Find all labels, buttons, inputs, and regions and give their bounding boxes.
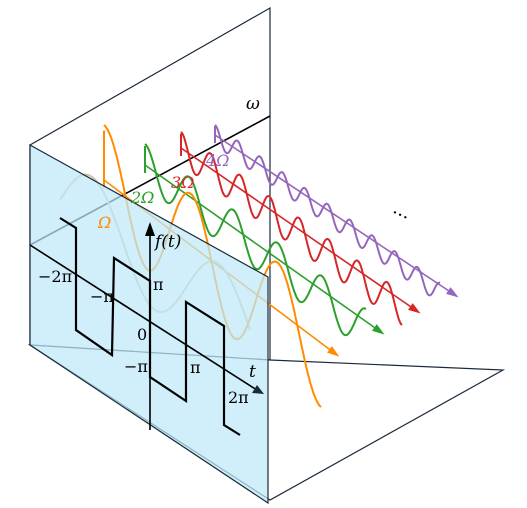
neg-pi-tick-label: −π <box>90 287 114 306</box>
two-pi-label: 2π <box>228 388 249 407</box>
square-wave <box>59 217 241 436</box>
neg-two-pi-label: −2π <box>38 267 72 286</box>
time-axis-label: t <box>249 362 256 382</box>
function-label: f(t) <box>153 232 181 252</box>
second-harmonic-arrow <box>372 324 385 335</box>
second-harmonic-axis <box>144 164 379 331</box>
time-axis <box>29 244 261 393</box>
function-axis-arrow <box>145 222 155 236</box>
fundamental-arrow <box>327 346 340 357</box>
time-axis-arrow <box>252 385 264 394</box>
third-harmonic-axis <box>180 147 415 310</box>
ellipsis-label: ... <box>390 197 414 223</box>
fundamental-label: Ω <box>97 213 111 232</box>
origin-label: 0 <box>137 325 147 344</box>
third-harmonic-arrow <box>408 303 421 314</box>
fourth-harmonic-wave <box>214 124 441 297</box>
pi-tick-label: π <box>190 358 201 377</box>
pi-amplitude-label: π <box>153 275 164 294</box>
fourth-harmonic-arrow <box>446 287 459 298</box>
fourth-harmonic-label: 4Ω <box>205 151 229 170</box>
third-harmonic-wave <box>180 131 403 326</box>
harmonic-labels: Ω 2Ω 3Ω 4Ω <box>97 151 229 232</box>
neg-pi-amplitude-label: −π <box>124 357 148 376</box>
omega-axis-label: ω <box>246 94 260 114</box>
third-harmonic-label: 3Ω <box>171 173 194 192</box>
second-harmonic-label: 2Ω <box>130 188 154 207</box>
second-harmonic-wave <box>144 143 367 337</box>
